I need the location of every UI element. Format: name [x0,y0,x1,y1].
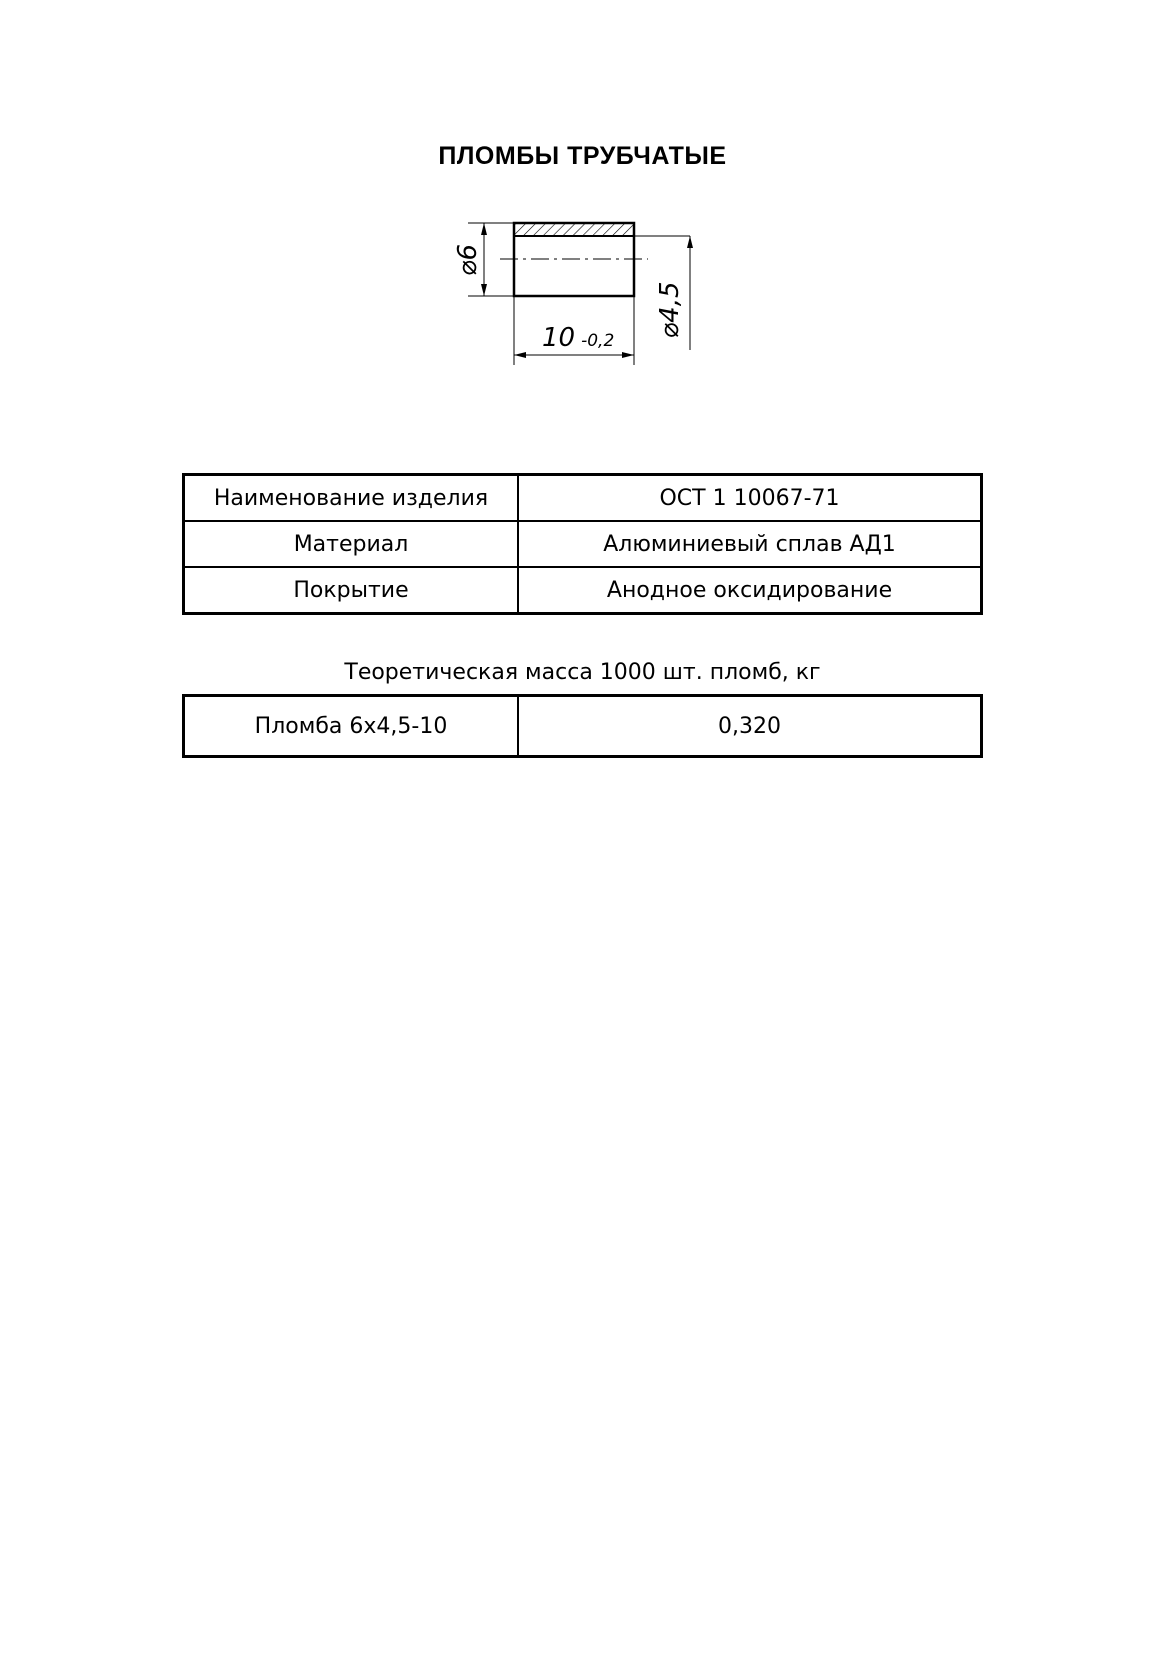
product-mass: 0,320 [517,694,983,758]
tube-wall-section [513,222,635,237]
table-row: Наименование изделия ОСТ 1 10067-71 [182,473,983,522]
inner-diameter-value: 4,5 [655,281,685,322]
length-tolerance: -0,2 [581,331,614,351]
property-label: Покрытие [182,566,519,615]
properties-table: Наименование изделия ОСТ 1 10067-71 Мате… [182,473,983,615]
mass-table: Пломба 6х4,5-10 0,320 [182,694,983,758]
mass-caption: Теоретическая масса 1000 шт. пломб, кг [344,660,821,685]
property-value: ОСТ 1 10067-71 [517,473,983,522]
table-row: Материал Алюминиевый сплав АД1 [182,520,983,568]
product-name: Пломба 6х4,5-10 [182,694,519,758]
outer-diameter-label: ⌀6 [453,244,483,276]
table-row: Пломба 6х4,5-10 0,320 [182,694,983,758]
length-value: 10 [542,323,575,353]
property-label: Материал [182,520,519,568]
seal-tube-drawing: ⌀6 ⌀4,5 10 -0,2 [453,221,693,365]
outer-diameter-value: 6 [453,244,483,261]
length-label: 10 -0,2 [542,323,614,353]
inner-diameter-label: ⌀4,5 [655,281,685,338]
property-value: Алюминиевый сплав АД1 [517,520,983,568]
page-title: ПЛОМБЫ ТРУБЧАТЫЕ [438,142,727,170]
property-label: Наименование изделия [182,473,519,522]
table-row: Покрытие Анодное оксидирование [182,566,983,615]
property-value: Анодное оксидирование [517,566,983,615]
